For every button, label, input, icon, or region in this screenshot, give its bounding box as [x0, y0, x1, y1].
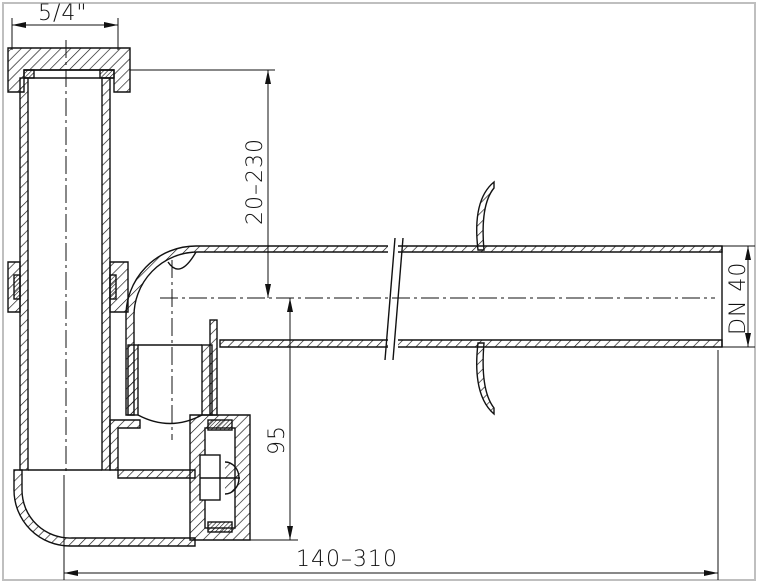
outlet-height-label: 95	[265, 425, 290, 455]
inlet-thread-label: 5/4"	[38, 1, 88, 26]
vertical-adjust-label: 20–230	[243, 138, 268, 225]
center-lines	[65, 40, 715, 475]
siphon-body	[7, 47, 723, 547]
horizontal-adjust-label: 140–310	[296, 547, 398, 572]
dimension-lines	[11, 18, 755, 580]
outlet-diameter-label: DN 40	[726, 262, 751, 335]
